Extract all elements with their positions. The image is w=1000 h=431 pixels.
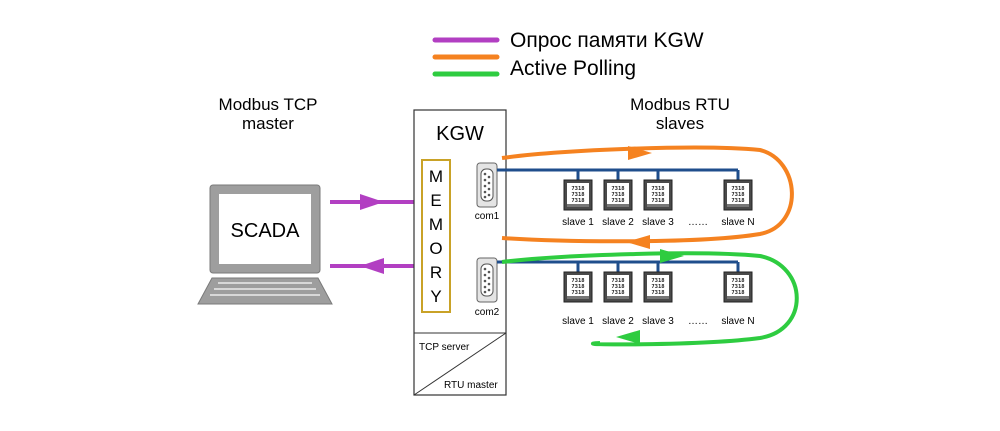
meter-screen-digits: 7318 <box>571 198 584 204</box>
memory-letter: O <box>429 239 442 258</box>
meter-screen-digits: 7318 <box>731 186 744 192</box>
kgw-title: KGW <box>436 123 484 145</box>
meter-screen-digits: 7318 <box>571 284 584 290</box>
meter-screen-digits: 7318 <box>651 192 664 198</box>
meter-screen-digits: 7318 <box>571 278 584 284</box>
meter-screen-digits: 7318 <box>731 278 744 284</box>
legend-label-active-polling: Active Polling <box>510 57 636 80</box>
meter-screen-digits: 7318 <box>731 198 744 204</box>
bus2-slave1-label: slave 1 <box>562 316 594 327</box>
legend: Опрос памяти KGW Active Polling <box>432 29 704 80</box>
meter-screen-digits: 7318 <box>571 290 584 296</box>
bus2-slaveN-label: slave N <box>721 316 754 327</box>
memory-poll-arrows <box>330 194 414 274</box>
tcp-server-label: TCP server <box>419 342 470 353</box>
slaves-label-line1: Modbus RTU <box>630 95 730 114</box>
com2-label: com2 <box>475 307 500 318</box>
legend-label-memory-poll: Опрос памяти KGW <box>510 29 704 52</box>
orange-arrow-right <box>628 146 652 160</box>
bus1-slave2-label: slave 2 <box>602 217 634 228</box>
memory-block <box>421 159 451 313</box>
green-arrow-right <box>660 249 684 263</box>
meter-screen-digits: 7318 <box>611 278 624 284</box>
bus2-slave3-label: slave 3 <box>642 316 674 327</box>
meter-screen-digits: 7318 <box>651 290 664 296</box>
meter-screen-digits: 7318 <box>651 186 664 192</box>
rs485-bus-1: slave 1 slave 2 slave 3 …… slave N <box>497 168 755 228</box>
meter-screen-digits: 7318 <box>651 278 664 284</box>
com2-port-icon <box>476 257 498 303</box>
memory-letter: Y <box>430 287 441 306</box>
bus1-slave1-label: slave 1 <box>562 217 594 228</box>
meter-screen-digits: 7318 <box>651 284 664 290</box>
meter-screen-digits: 7318 <box>571 192 584 198</box>
master-label-line2: master <box>242 114 294 133</box>
meter-screen-digits: 7318 <box>731 290 744 296</box>
bus1-slave3-label: slave 3 <box>642 217 674 228</box>
com1-port-icon <box>476 162 498 208</box>
slaves-label-line2: slaves <box>656 114 704 133</box>
meter-screen-digits: 7318 <box>731 192 744 198</box>
bus1-slaveN-label: slave N <box>721 217 754 228</box>
meter-screen-digits: 7318 <box>611 198 624 204</box>
meter-screen-digits: 7318 <box>611 284 624 290</box>
rs485-bus-2: slave 1 slave 2 slave 3 …… slave N <box>497 260 755 327</box>
meter-screen-digits: 7318 <box>611 186 624 192</box>
active-polling-loop-com1 <box>501 145 794 249</box>
rtu-master-label: RTU master <box>444 380 498 391</box>
memory-letter: E <box>430 191 441 210</box>
com1-label: com1 <box>475 211 500 222</box>
meter-screen-digits: 7318 <box>571 186 584 192</box>
scada-computer-icon: SCADA <box>197 184 333 305</box>
meter-screen-digits: 7318 <box>651 198 664 204</box>
meter-screen-digits: 7318 <box>731 284 744 290</box>
meter-screen-digits: 7318 <box>611 290 624 296</box>
orange-arrow-left <box>626 235 650 249</box>
bus1-ellipsis: …… <box>688 217 708 228</box>
meter-screen-digits: 7318 <box>611 192 624 198</box>
bus2-slave2-label: slave 2 <box>602 316 634 327</box>
green-arrow-left <box>616 330 640 344</box>
master-label-line1: Modbus TCP <box>219 95 318 114</box>
memory-letter: M <box>429 167 443 186</box>
memory-letter: R <box>430 263 442 282</box>
scada-label: SCADA <box>231 220 301 242</box>
meter-screens: 7318731873187318731873187318731873187318… <box>571 186 744 296</box>
memory-letter: M <box>429 215 443 234</box>
bus2-ellipsis: …… <box>688 316 708 327</box>
active-polling-loop-com2 <box>501 249 799 347</box>
